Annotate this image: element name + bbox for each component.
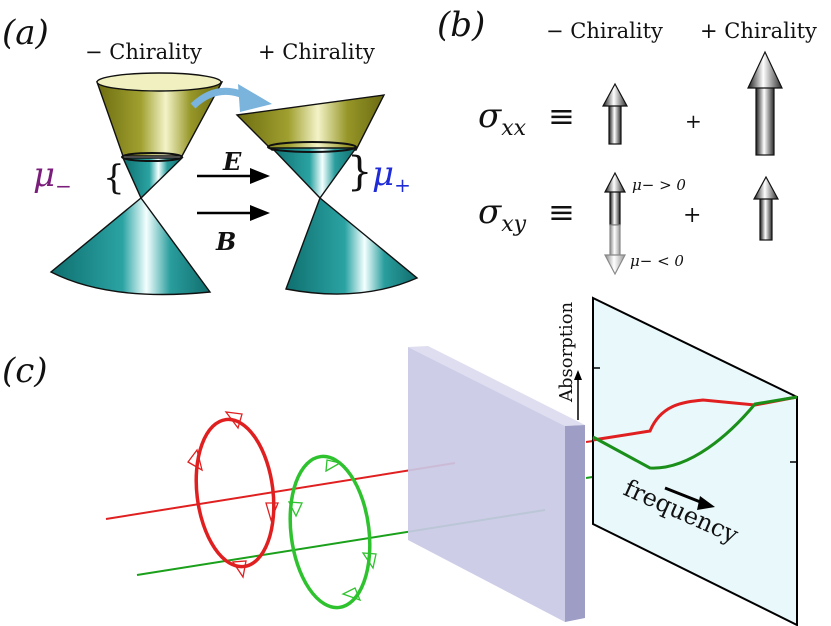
red-helicity-arrowhead-icon-2 [187,448,204,472]
sigma-xx-plus: + [685,109,702,133]
sigma-xx-symbol: σ [478,96,502,136]
sigma-xx-label: σxx [478,96,527,141]
panel-a-label: (a) [2,13,49,53]
absorption-axis-label: Absorption [556,301,577,403]
sigma-xy-equiv: ≡ [548,193,575,231]
mu-plus-symbol: μ [372,154,394,194]
left-lower-cone [49,196,212,296]
panel-b: (b) − Chirality + Chirality σxx ≡ + σxy … [437,5,817,276]
sigma-xy-plus: + [683,203,701,228]
mu-plus-brace: } [347,149,372,195]
green-polarization-circle [288,454,372,610]
panel-c: (c) Absorption [2,296,798,626]
mu-negative-note: μ− < 0 [630,252,684,270]
magnetic-field-arrowhead-icon [250,205,270,221]
panel-b-minus-chirality-label: − Chirality [546,19,663,43]
green-helicity-arrowhead-icon-2 [287,501,303,518]
right-fermi-surface [267,141,357,153]
mu-minus-subscript: − [55,174,72,198]
green-helicity-arrowhead-icon-1 [325,459,342,473]
green-absorption-curve [592,395,798,470]
panel-a: (a) − Chirality + Chirality μ− { } μ+ E [2,13,419,296]
mu-plus-label: μ+ [372,154,411,197]
absorption-panel [592,296,798,626]
mu-minus-symbol: μ [33,155,55,195]
electric-field-label: E [222,147,242,176]
red-absorption-curve [592,395,798,442]
right-upper-cone-teal [270,147,358,200]
sample-slab [408,346,585,622]
sigma-xx-subscript: xx [501,116,526,141]
red-helicity-arrowhead-icon-3 [265,502,279,522]
frequency-axis-arrowhead-icon [697,496,715,510]
sigma-xx-plus-arrow-icon [747,50,783,156]
left-fermi-surface [121,152,183,162]
sigma-xx-equiv: ≡ [548,97,575,135]
panel-a-minus-chirality-label: − Chirality [85,40,202,64]
left-dirac-cone [49,72,224,296]
mu-minus-brace: { [103,158,125,198]
red-helicity-arrowhead-icon-4 [231,560,247,579]
mu-positive-note: μ− > 0 [632,176,686,194]
green-helicity-arrowhead-icon-4 [341,587,362,602]
red-beam-incident [105,462,456,520]
right-dirac-cone [235,94,419,295]
chiral-pumping-arrowhead-icon [238,84,272,112]
right-upper-cone-olive [235,94,386,151]
electric-field-arrowhead-icon [250,168,270,184]
panel-a-plus-chirality-label: + Chirality [258,40,375,64]
red-polarization-circle [194,417,276,569]
sigma-xy-label: σxy [478,192,527,237]
panel-c-label: (c) [2,351,48,391]
frequency-axis-arrow [664,486,704,505]
left-upper-cone-teal [121,157,184,200]
absorption-axis-arrowhead-icon [574,370,582,380]
sigma-xy-plus-arrow-icon [752,175,780,241]
sigma-xy-minus-positive-arrow-icon [604,171,626,226]
sigma-xy-symbol: σ [478,192,502,232]
sigma-xx-minus-arrow-icon [601,82,629,145]
sample-slab-side [565,425,585,622]
mu-minus-label: μ− [33,155,72,198]
sample-slab-front [408,347,565,622]
panel-b-plus-chirality-label: + Chirality [700,19,817,43]
green-helicity-arrowhead-icon-3 [361,552,377,570]
mu-plus-subscript: + [394,173,411,197]
magnetic-field-label: B [215,227,236,256]
panel-b-label: (b) [437,5,485,45]
sigma-xy-minus-negative-arrow-icon [604,224,626,276]
red-helicity-arrowhead-icon-1 [224,411,243,430]
left-cone-top-rim [96,72,222,92]
sample-slab-top [408,346,585,426]
left-upper-cone-olive [96,81,224,157]
sigma-xy-subscript: xy [501,212,526,237]
right-lower-cone [285,196,419,295]
